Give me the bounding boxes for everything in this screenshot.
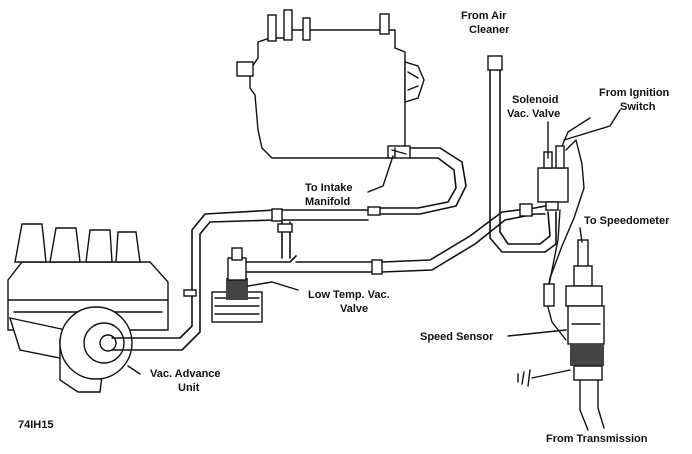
solenoid-valve-icon [537, 145, 569, 211]
label-low-temp: Low Temp. Vac. [308, 289, 390, 301]
label-from-ignition-line2: Switch [620, 101, 656, 113]
label-from-ignition: From Ignition [599, 87, 670, 99]
label-solenoid-line2: Vac. Valve [507, 108, 560, 120]
speed-sensor-icon [565, 239, 605, 431]
label-to-intake-line2: Manifold [305, 196, 350, 208]
label-vac-advance: Vac. Advance [150, 368, 221, 380]
low-temp-valve-icon [211, 247, 297, 323]
label-speed-sensor: Speed Sensor [420, 331, 494, 343]
label-from-air-cleaner: From Air [461, 10, 507, 22]
label-to-intake: To Intake [305, 182, 352, 194]
label-to-speedometer: To Speedometer [584, 215, 670, 227]
figure-code: 74IH15 [18, 419, 53, 431]
label-from-transmission: From Transmission [546, 433, 648, 445]
label-from-air-cleaner-line2: Cleaner [469, 24, 510, 36]
label-low-temp-line2: Valve [340, 303, 368, 315]
carburetor-icon [236, 9, 425, 159]
distributor-icon [7, 223, 169, 393]
label-solenoid: Solenoid [512, 94, 558, 106]
ground-icon [517, 369, 571, 387]
label-vac-advance-line2: Unit [178, 382, 200, 394]
